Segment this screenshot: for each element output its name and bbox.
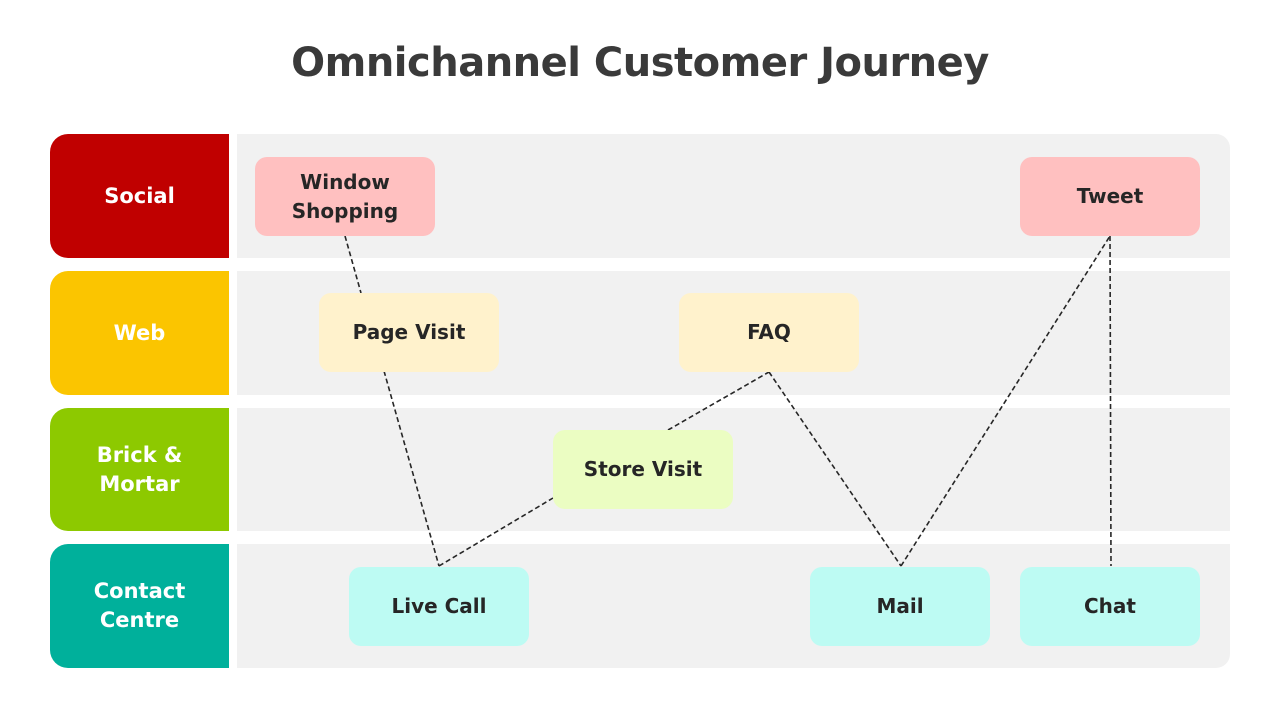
lane-track-brick-mortar <box>237 408 1230 531</box>
node-live-call: Live Call <box>349 567 529 646</box>
lane-label-text: Social <box>104 183 175 208</box>
lane-label-contact-centre: Contact Centre <box>50 544 229 668</box>
node-chat: Chat <box>1020 567 1200 646</box>
lane-label-web: Web <box>50 271 229 395</box>
node-label: Store Visit <box>583 457 703 481</box>
connector-mail-tweet <box>900 235 1111 567</box>
connector-tweet-chat <box>1109 235 1112 567</box>
connector-window-shopping-page-visit <box>344 235 362 294</box>
lane-label-text: Web <box>113 320 166 345</box>
node-label: Page Visit <box>352 320 466 344</box>
node-window-shopping: Window Shopping <box>255 157 435 236</box>
node-label: Live Call <box>391 594 487 618</box>
connector-page-visit-live-call <box>383 370 440 567</box>
node-page-visit: Page Visit <box>319 293 499 372</box>
node-mail: Mail <box>810 567 990 646</box>
node-label: Window Shopping <box>291 169 399 223</box>
page-title: Omnichannel Customer Journey <box>291 40 989 86</box>
connector-live-call-store-visit <box>438 497 554 567</box>
connector-store-visit-faq <box>667 371 770 431</box>
node-store-visit: Store Visit <box>553 430 733 509</box>
lane-label-text: Contact Centre <box>93 579 186 632</box>
lane-label-text: Brick & Mortar <box>96 442 183 496</box>
node-label: Tweet <box>1076 184 1144 208</box>
node-label: Mail <box>876 594 924 618</box>
lane-label-social: Social <box>50 134 229 258</box>
node-label: FAQ <box>747 320 791 344</box>
node-faq: FAQ <box>679 293 859 372</box>
connector-faq-mail <box>768 371 902 567</box>
lane-label-brick-mortar: Brick & Mortar <box>50 408 229 531</box>
node-tweet: Tweet <box>1020 157 1200 236</box>
node-label: Chat <box>1084 594 1136 618</box>
